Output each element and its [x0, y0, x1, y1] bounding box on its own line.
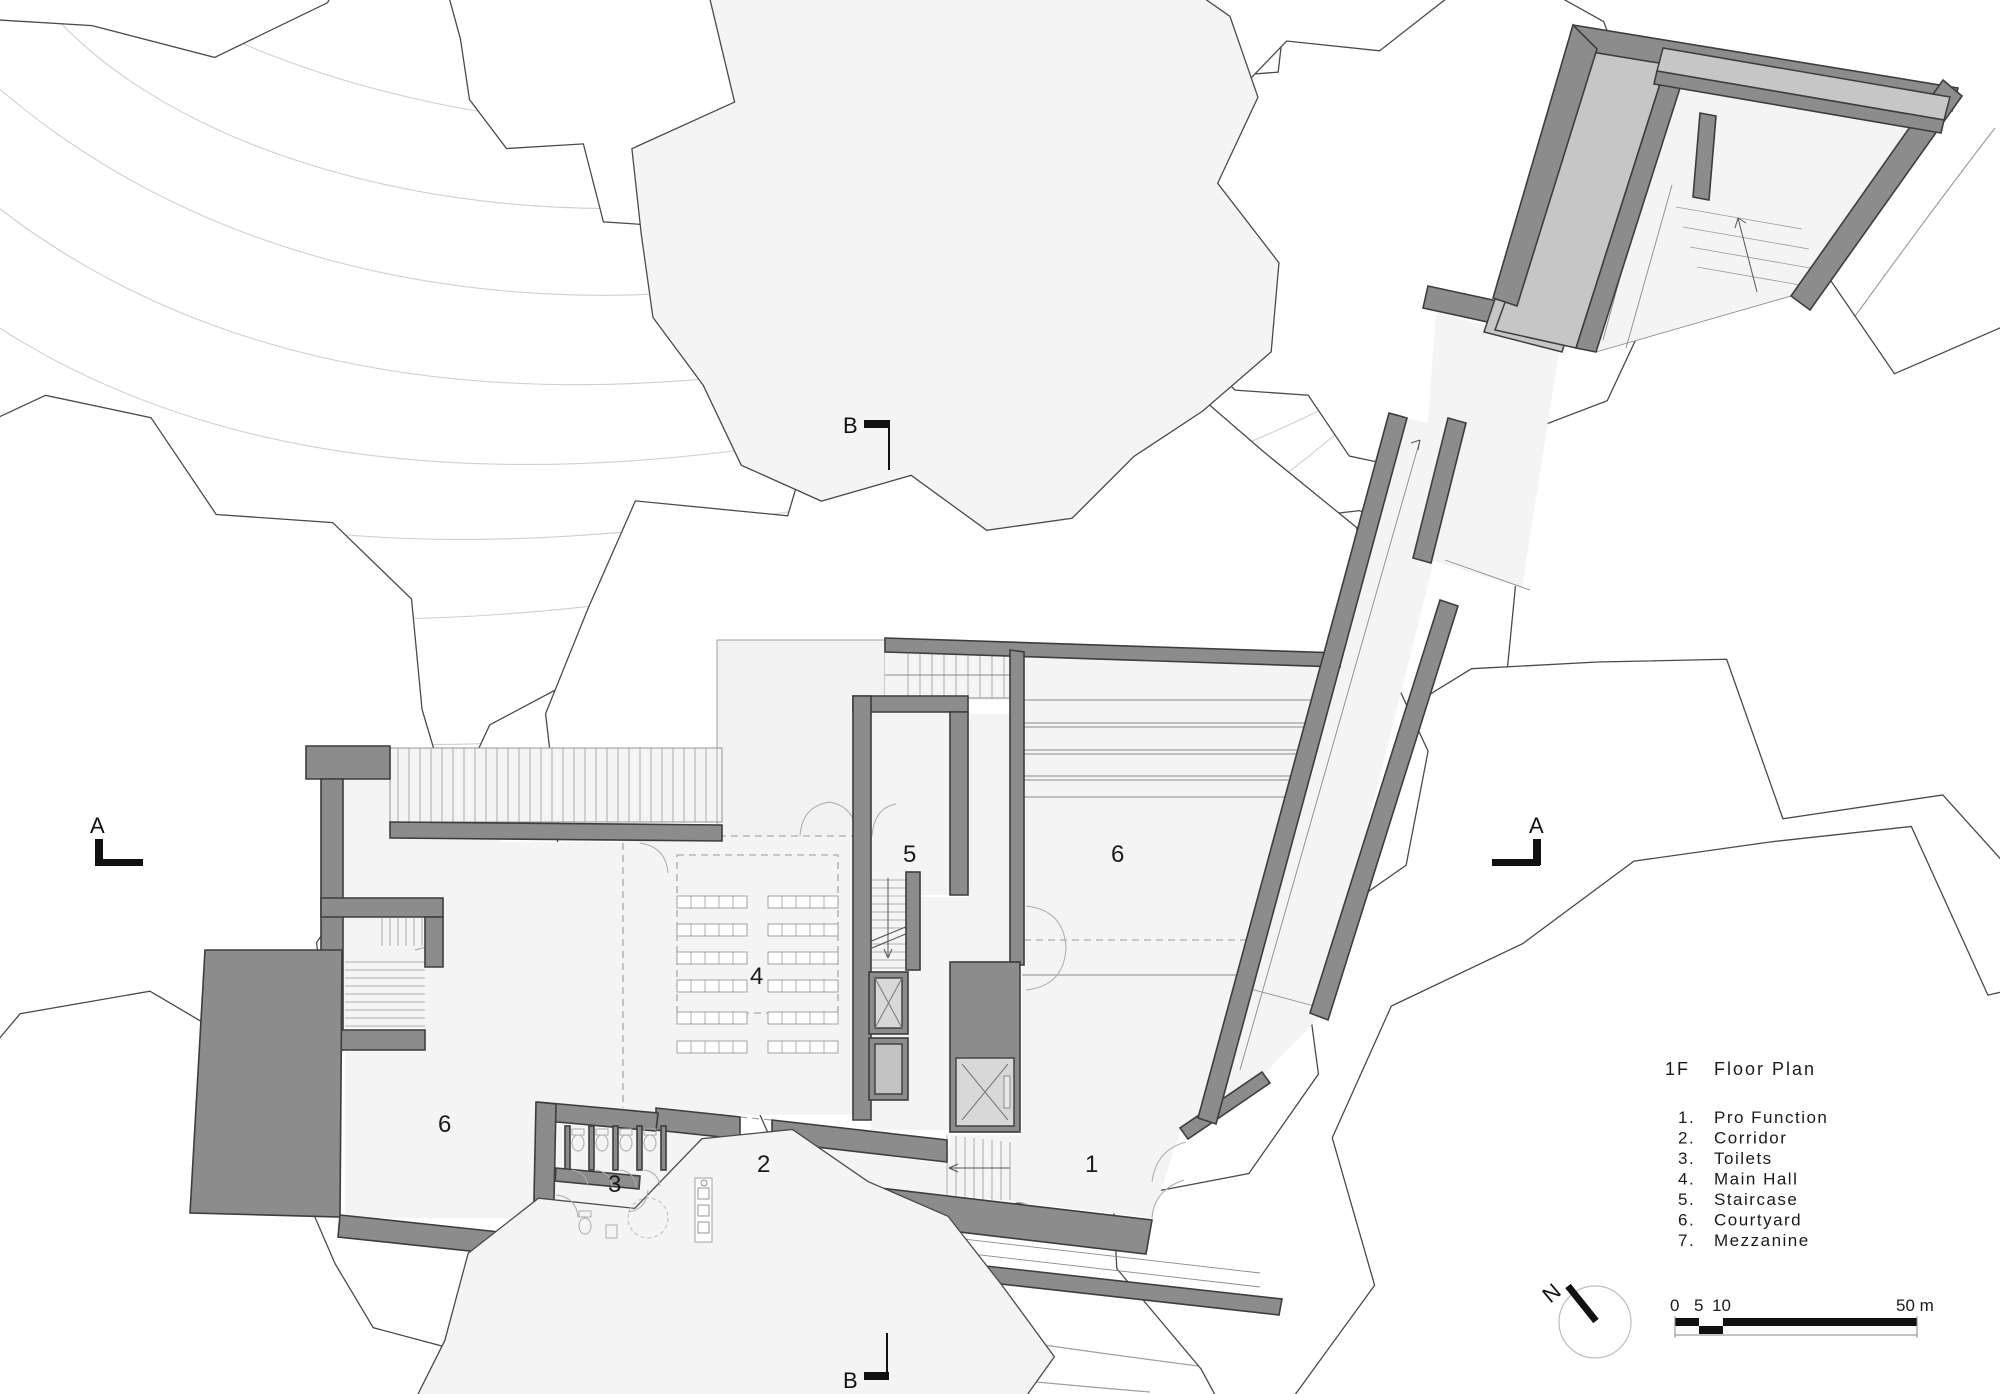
courtyard-terrace-lines — [1022, 699, 1311, 976]
pro-function-doors — [1151, 1141, 1187, 1219]
svg-text:A: A — [90, 813, 105, 838]
link-wall-right — [1309, 598, 1459, 1022]
legend-item-label: Mezzanine — [1714, 1231, 1810, 1250]
svg-text:B: B — [843, 413, 858, 438]
label-corridor: 2 — [757, 1151, 770, 1178]
plan-title: Floor Plan — [1714, 1059, 1816, 1079]
toilet-fixtures — [555, 1128, 713, 1243]
section-marker-b-top: B — [843, 413, 890, 470]
legend-item-label: Courtyard — [1714, 1211, 1802, 1230]
label-courtyard-right: 6 — [1111, 841, 1124, 868]
section-marker-a-right: A — [1492, 813, 1544, 866]
svg-text:7.: 7. — [1678, 1231, 1695, 1250]
svg-text:3.: 3. — [1678, 1149, 1695, 1168]
legend-item-label: Pro Function — [1714, 1108, 1828, 1127]
ramp-band-hatch — [389, 747, 723, 823]
legend-items: 1. Pro Function 2. Corridor 3. Toilets 4. Ma… — [1678, 1108, 1828, 1250]
label-toilets: 3 — [608, 1171, 621, 1198]
legend: 1F Floor Plan 1. Pro Function 2. Corridor … — [1665, 1059, 1828, 1250]
legend-item-label: Corridor — [1714, 1129, 1787, 1148]
legend-item-label: Main Hall — [1714, 1170, 1798, 1189]
svg-text:5.: 5. — [1678, 1190, 1695, 1209]
label-courtyard-left: 6 — [438, 1111, 451, 1138]
scale-tick-5: 5 — [1694, 1296, 1703, 1315]
legend-item-label: Staircase — [1714, 1190, 1798, 1209]
svg-text:4.: 4. — [1678, 1170, 1695, 1189]
section-marker-b-bottom: B — [843, 1333, 889, 1393]
label-main-hall: 4 — [750, 963, 763, 990]
scale-tick-10: 10 — [1712, 1296, 1731, 1315]
legend-item-label: Toilets — [1714, 1149, 1773, 1168]
scale-tick-0: 0 — [1670, 1296, 1679, 1315]
section-markers: A A B B — [90, 413, 1544, 1393]
courtyard-doors — [1025, 905, 1067, 991]
section-marker-a-left: A — [90, 813, 143, 866]
link-ramp — [1239, 439, 1531, 1071]
wing-walls — [1492, 23, 1964, 353]
main-hall-floor — [623, 836, 853, 1115]
svg-text:B: B — [843, 1368, 858, 1393]
room-number-labels: 1 2 3 4 5 6 6 — [438, 841, 1124, 1198]
scale-bar: 0 5 10 50 m — [1670, 1296, 1934, 1338]
core-stair — [868, 878, 909, 969]
solid-mass — [189, 949, 343, 1218]
wing-floor — [1596, 66, 1952, 352]
scale-end-label: 50 m — [1896, 1296, 1934, 1315]
svg-text:2.: 2. — [1678, 1129, 1695, 1148]
plan-code: 1F — [1665, 1059, 1690, 1079]
entry-steps — [946, 1135, 1011, 1200]
svg-text:A: A — [1529, 813, 1544, 838]
label-pro-function: 1 — [1085, 1151, 1098, 1178]
link-wall-left — [1197, 412, 1408, 1126]
svg-text:6.: 6. — [1678, 1211, 1695, 1230]
svg-text:1.: 1. — [1678, 1108, 1695, 1127]
label-staircase: 5 — [903, 841, 916, 868]
